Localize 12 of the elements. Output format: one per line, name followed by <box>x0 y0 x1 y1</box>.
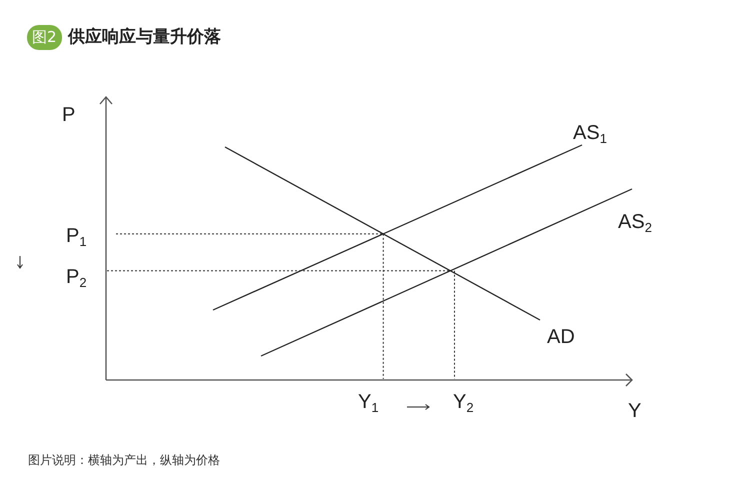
title: 供应响应与量升价落 <box>68 26 221 48</box>
price-label: P$_{1}$ <box>66 225 87 247</box>
price-label: P$_{2}$ <box>66 266 87 288</box>
figure-number: 图2 <box>27 25 62 50</box>
curve-label: AD <box>547 326 575 348</box>
axis-label: P <box>62 104 76 126</box>
axis-label: Y <box>628 400 642 422</box>
caption: 图片说明：横轴为产出，纵轴为价格 <box>28 452 220 468</box>
curve-label: AS$_{1}$ <box>573 122 607 144</box>
output-label: Y$_{1}$ <box>358 391 379 413</box>
output-label: Y$_{2}$ <box>453 391 474 413</box>
curve-label: AS$_{2}$ <box>618 211 652 233</box>
